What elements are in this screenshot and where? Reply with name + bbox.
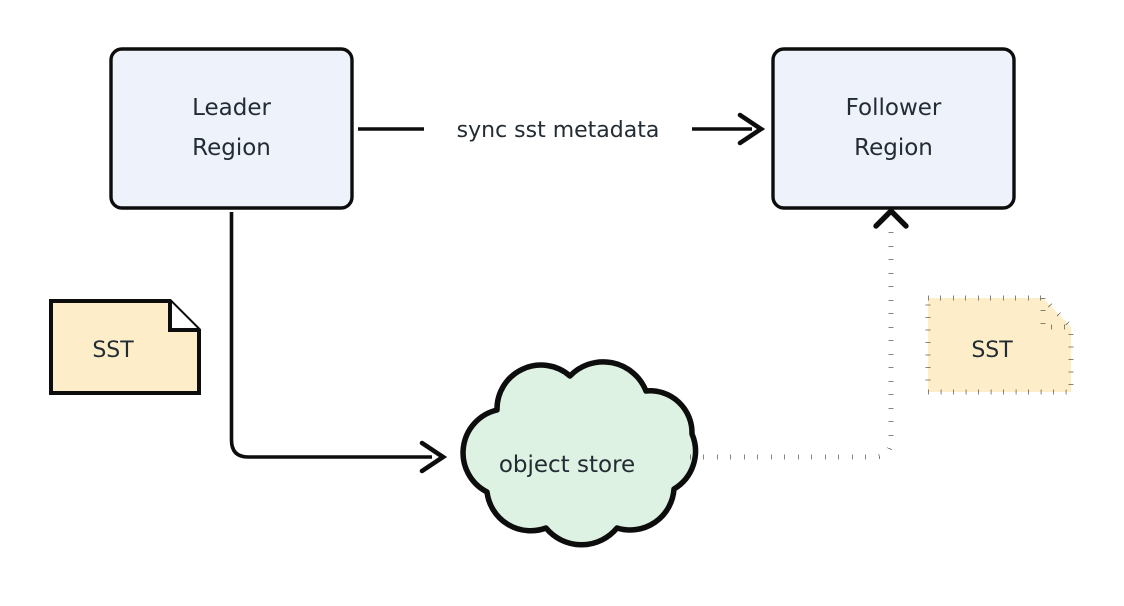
edge-fetch-from-object-store[interactable] <box>690 207 909 460</box>
sst-leader-label: SST <box>92 338 134 363</box>
sync-edge-label: sync sst metadata <box>457 118 660 143</box>
node-sst-leader[interactable]: SST <box>49 299 201 395</box>
leader-region-label-line2: Region <box>192 135 271 161</box>
follower-region-label-line1: Follower <box>846 95 942 121</box>
sst-follower-document-shape <box>925 295 1074 395</box>
sst-leader-folded-corner <box>168 301 199 332</box>
follower-region-label-line2: Region <box>854 135 933 161</box>
object-store-label: object store <box>499 452 635 478</box>
node-sst-follower[interactable]: SST <box>925 295 1074 395</box>
upload-edge-arrowhead <box>419 440 448 474</box>
node-leader-region[interactable]: Leader Region <box>109 47 354 210</box>
edge-upload-to-object-store[interactable] <box>229 212 448 474</box>
fetch-edge-path <box>690 228 894 460</box>
edge-sync-sst-metadata[interactable]: sync sst metadata <box>358 112 766 146</box>
leader-region-label-line1: Leader <box>192 95 271 121</box>
object-store-cloud-shape <box>460 359 699 548</box>
sst-leader-document-shape <box>49 299 201 395</box>
node-follower-region[interactable]: Follower Region <box>771 47 1016 210</box>
sst-follower-label: SST <box>971 338 1013 363</box>
sync-edge-arrowhead <box>737 112 766 146</box>
upload-edge-path <box>229 212 432 459</box>
fetch-edge-arrowhead <box>873 207 909 229</box>
node-object-store[interactable]: object store <box>460 359 699 548</box>
leader-region-shape <box>109 47 354 210</box>
follower-region-shape <box>771 47 1016 210</box>
